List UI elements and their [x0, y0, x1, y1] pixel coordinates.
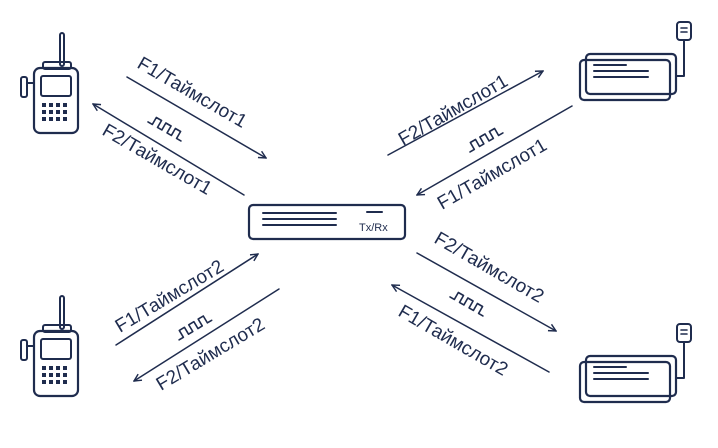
mobile-radio-icon-bottom-right	[578, 323, 692, 404]
arrow-to-repeater	[115, 254, 258, 346]
arrow-to-repeater	[392, 285, 550, 373]
arrow-to-repeater	[126, 76, 266, 158]
arrow-to-mobile	[387, 71, 543, 156]
square-wave-icon	[469, 127, 504, 153]
arrow-to-handheld	[93, 104, 245, 196]
arrow-to-repeater	[417, 105, 573, 195]
link-bottom-left: F1/Таймслот2 F2/Таймслот2	[112, 254, 280, 395]
square-wave-icon	[178, 315, 213, 341]
link-label: F1/Таймслот1	[134, 53, 251, 133]
link-label: F2/Таймслот1	[395, 71, 512, 151]
link-label: F2/Таймслот2	[431, 228, 548, 308]
link-bottom-right: F2/Таймслот2 F1/Таймслот2	[392, 228, 556, 381]
link-top-right: F2/Таймслот1 F1/Таймслот1	[387, 71, 573, 214]
walkie-talkie-icon-top-left	[20, 32, 80, 135]
mobile-radio-icon-top-right	[578, 21, 692, 102]
repeater-label: Tx/Rx	[359, 222, 388, 234]
link-label: F2/Таймслот2	[153, 314, 269, 395]
square-wave-icon	[147, 116, 182, 142]
square-wave-icon	[449, 291, 484, 317]
walkie-talkie-icon-bottom-left	[20, 295, 80, 398]
link-top-left: F1/Таймслот1 F2/Таймслот1	[93, 53, 266, 200]
arrow-to-mobile	[416, 252, 556, 331]
arrow-to-handheld	[134, 288, 280, 381]
link-label: F1/Таймслот2	[112, 256, 228, 337]
repeater-icon: Tx/Rx	[247, 203, 407, 241]
link-label: F2/Таймслот1	[99, 120, 216, 200]
